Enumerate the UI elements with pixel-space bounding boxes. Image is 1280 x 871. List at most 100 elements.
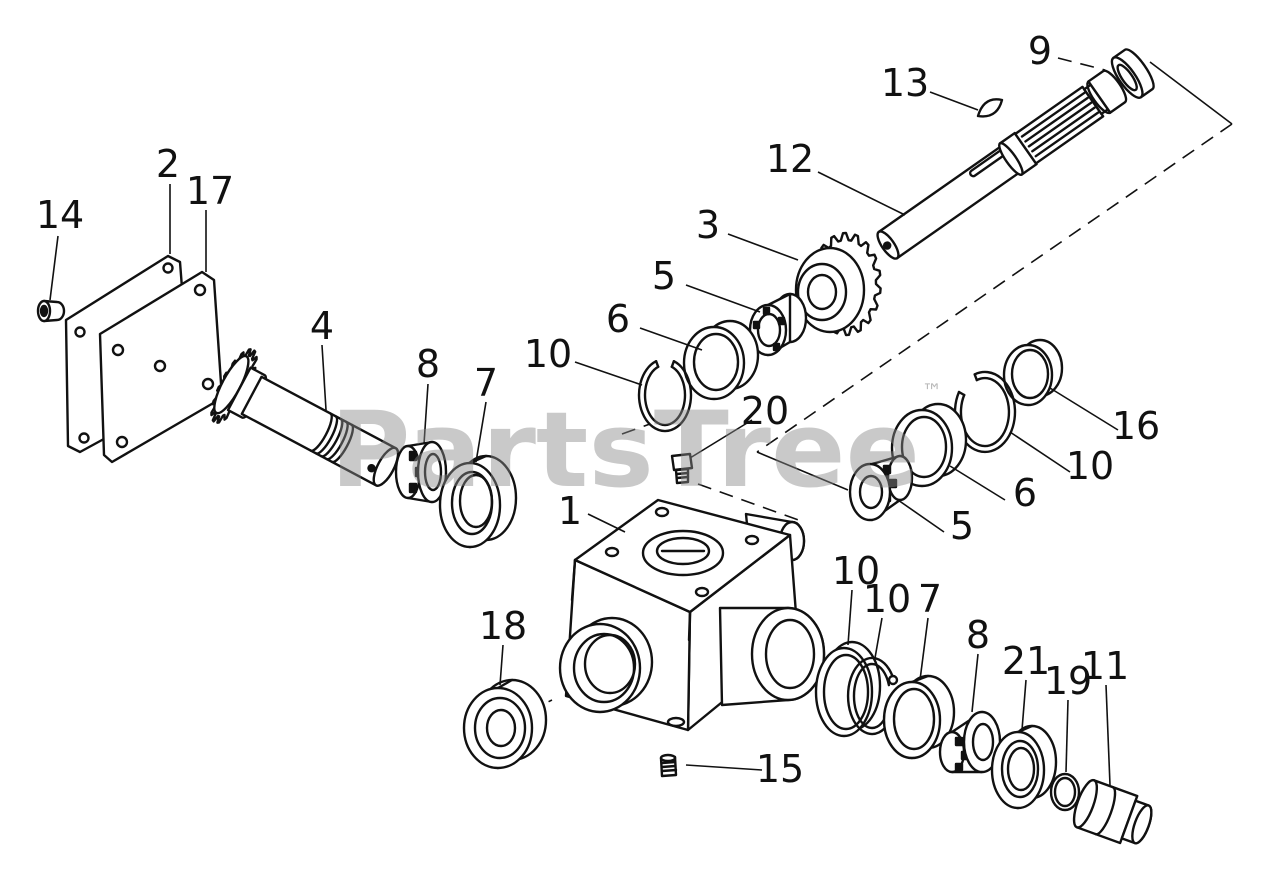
assembly-lines-detail bbox=[1057, 57, 1106, 71]
part-14-plug-detail bbox=[39, 304, 49, 318]
part-10-snap-ring-right-detail bbox=[959, 376, 1011, 448]
part-17-gasket bbox=[98, 270, 224, 464]
part-10-snap-ring-lower-detail bbox=[887, 674, 899, 686]
assembly-lines-detail bbox=[756, 123, 1233, 453]
callout-3-bevel-gear: 3 bbox=[696, 203, 720, 247]
part-17-gasket-detail bbox=[111, 343, 125, 357]
leader-lines-detail bbox=[49, 235, 59, 301]
watermark-trademark: ™ bbox=[922, 379, 942, 403]
part-6-bearing-cup-upper-detail bbox=[692, 332, 740, 392]
part-8-bearing-cone-upper-detail bbox=[408, 450, 418, 462]
leader-lines-detail bbox=[475, 401, 487, 463]
assembly-lines-detail bbox=[621, 423, 651, 435]
part-1-gearbox-housing-detail bbox=[570, 558, 692, 642]
part-12-input-shaft-detail bbox=[998, 141, 1024, 176]
part-5-needle-bearing-upper-detail bbox=[756, 312, 782, 348]
part-10-snap-ring-lower-detail bbox=[846, 656, 896, 736]
part-3-bevel-gear-detail bbox=[806, 273, 838, 311]
part-6-bearing-cup-right-detail bbox=[900, 415, 948, 479]
part-4-pinion-shaft-detail bbox=[367, 463, 376, 473]
part-10-ring-lower-detail bbox=[822, 653, 870, 731]
callout-9-bushing: 9 bbox=[1028, 29, 1052, 73]
callout-5-bearing-cone-right: 5 bbox=[950, 504, 974, 548]
part-9-bushing bbox=[1110, 48, 1155, 99]
part-21-seal bbox=[990, 724, 1058, 810]
leader-lines-detail bbox=[1009, 431, 1071, 473]
part-19-o-ring bbox=[1049, 772, 1081, 812]
callout-11-cap: 11 bbox=[1081, 644, 1129, 688]
part-4-pinion-shaft-detail bbox=[320, 417, 344, 458]
part-12-input-shaft-detail bbox=[877, 144, 1022, 260]
part-12-input-shaft-detail bbox=[882, 241, 892, 250]
part-20-vent-plug bbox=[670, 452, 694, 485]
callout-14-plug: 14 bbox=[36, 193, 84, 237]
part-12-input-shaft bbox=[876, 69, 1128, 260]
part-17-gasket-detail bbox=[201, 377, 215, 391]
callout-5-needle-bearing: 5 bbox=[652, 254, 676, 298]
part-10-snap-ring-right-detail bbox=[957, 373, 978, 397]
part-10-snap-ring-lower-detail bbox=[852, 662, 891, 730]
part-10-snap-ring-upper-detail bbox=[654, 360, 676, 368]
leader-lines-detail bbox=[847, 589, 853, 646]
part-7-seal-upper bbox=[438, 454, 518, 549]
callout-6-bearing-cup-right: 6 bbox=[1013, 471, 1037, 515]
part-17-gasket-detail bbox=[115, 435, 129, 449]
part-1-gearbox-housing-detail bbox=[654, 506, 670, 518]
leader-lines-detail bbox=[574, 361, 643, 386]
part-2-cover-plate-detail bbox=[78, 432, 90, 444]
leader-lines-detail bbox=[817, 171, 906, 216]
part-9-bushing-detail bbox=[1116, 63, 1138, 92]
part-1-gearbox-housing-detail bbox=[666, 716, 686, 728]
watermark: PartsTree ™ bbox=[330, 379, 942, 511]
callout-18-seal: 18 bbox=[479, 604, 527, 648]
callout-10-snap-ring-lower: 10 bbox=[863, 577, 911, 621]
callout-10-snap-ring: 10 bbox=[524, 332, 572, 376]
part-8-bearing-cone-upper bbox=[394, 440, 448, 504]
part-10-snap-ring-upper bbox=[637, 360, 693, 433]
part-7-seal-upper-detail bbox=[458, 473, 494, 529]
callout-13-woodruff-key: 13 bbox=[881, 61, 929, 105]
assembly-lines-detail bbox=[756, 451, 849, 491]
part-11-cap bbox=[1072, 778, 1153, 845]
callout-10-ring-lower: 10 bbox=[832, 549, 880, 593]
callout-17-gasket: 17 bbox=[186, 169, 234, 213]
part-5-needle-bearing-upper bbox=[748, 292, 808, 357]
leader-lines-detail bbox=[639, 327, 703, 351]
part-12-input-shaft-detail bbox=[1086, 80, 1112, 115]
callout-15-drain-plug: 15 bbox=[756, 747, 804, 791]
leader-lines-detail bbox=[587, 513, 626, 533]
part-5-needle-bearing-upper-detail bbox=[762, 306, 771, 316]
callout-10-snap-ring-right: 10 bbox=[1066, 444, 1114, 488]
watermark-text: PartsTree bbox=[330, 389, 920, 511]
callout-6-bearing-cup: 6 bbox=[606, 297, 630, 341]
assembly-lines-detail bbox=[697, 483, 805, 523]
part-15-drain-plug bbox=[659, 753, 678, 778]
part-18-seal-detail bbox=[485, 708, 517, 748]
callout-16-ring: 16 bbox=[1112, 404, 1160, 448]
callout-labels: 9 13 12 3 5 6 10 2 17 14 4 8 7 20 16 10 … bbox=[36, 29, 1160, 791]
part-6-bearing-cup-upper bbox=[682, 319, 760, 401]
part-7-seal-lower-detail bbox=[892, 687, 936, 751]
callout-8-bearing-cone: 8 bbox=[416, 342, 440, 386]
part-1-gearbox-housing-detail bbox=[583, 633, 637, 695]
part-5-needle-bearing-upper-detail bbox=[777, 316, 786, 326]
part-5-needle-bearing-upper-detail bbox=[772, 342, 781, 352]
callout-7-seal-lower: 7 bbox=[918, 577, 942, 621]
callout-1-housing: 1 bbox=[558, 489, 582, 533]
leader-lines-detail bbox=[1021, 679, 1027, 731]
part-15-drain-plug-detail bbox=[660, 760, 678, 773]
part-13-woodruff-key bbox=[976, 98, 1004, 118]
part-16-ring-detail bbox=[1010, 348, 1050, 400]
callout-21-seal: 21 bbox=[1002, 639, 1050, 683]
gearbox-exploded-diagram-detail bbox=[36, 48, 1155, 845]
part-17-gasket-detail bbox=[153, 359, 167, 373]
part-4-pinion-shaft-detail bbox=[325, 420, 349, 461]
leader-lines-detail bbox=[727, 233, 799, 261]
part-8-bearing-cone-upper-detail bbox=[408, 482, 418, 494]
leader-lines-detail bbox=[919, 617, 929, 681]
part-19-o-ring-detail bbox=[1053, 776, 1077, 808]
leader-lines-detail bbox=[949, 465, 1006, 501]
part-11-cap-detail bbox=[1072, 778, 1099, 829]
callout-19-o-ring: 19 bbox=[1044, 659, 1092, 703]
part-3-bevel-gear bbox=[794, 231, 882, 337]
